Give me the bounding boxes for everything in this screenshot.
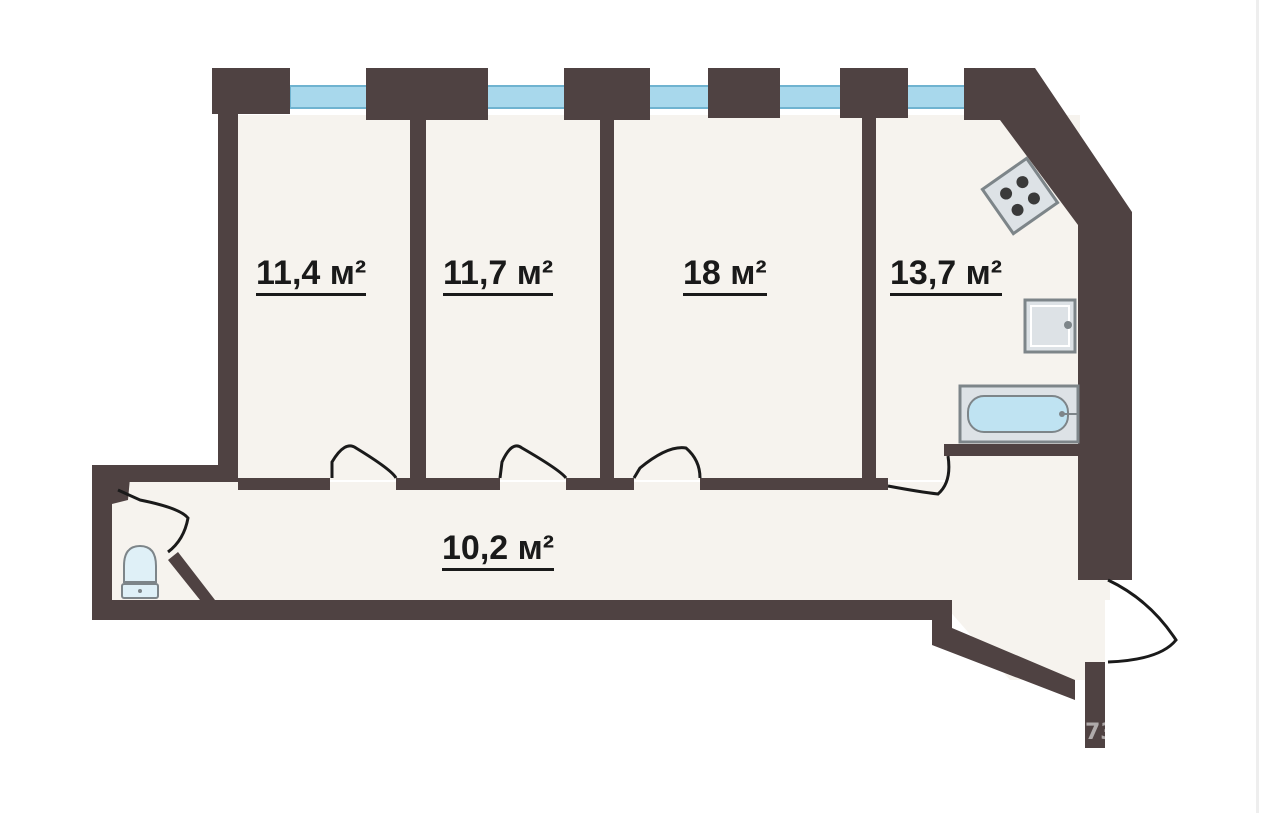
door-room-1 (330, 444, 398, 479)
room-area-label-kitchen: 13,7 м² (890, 255, 1003, 296)
walls (92, 68, 1132, 748)
page-edge-divider (1256, 0, 1259, 813)
window-1 (289, 85, 369, 109)
stove-icon (980, 156, 1060, 236)
door-kitchen (887, 455, 951, 496)
watermark-logo: циан (925, 678, 1053, 729)
window-4 (777, 85, 843, 109)
room-area-label-room-3: 18 м² (683, 255, 767, 296)
door-wc (117, 488, 190, 554)
door-room-3 (632, 446, 702, 479)
room-area-label-corridor: 10,2 м² (442, 530, 555, 571)
room-area-label-room-1: 11,4 м² (256, 255, 367, 296)
toilet-icon (121, 544, 159, 599)
door-room-2 (498, 444, 568, 479)
sink-icon (1023, 298, 1077, 354)
window-5 (905, 85, 967, 109)
windows (289, 85, 967, 109)
doors (117, 444, 1178, 664)
door-entrance (1107, 578, 1178, 664)
window-2 (486, 85, 568, 109)
room-area-label-room-2: 11,7 м² (443, 255, 554, 296)
watermark-id: 738 (1085, 720, 1131, 745)
bathtub-icon (958, 384, 1080, 444)
window-3 (647, 85, 711, 109)
